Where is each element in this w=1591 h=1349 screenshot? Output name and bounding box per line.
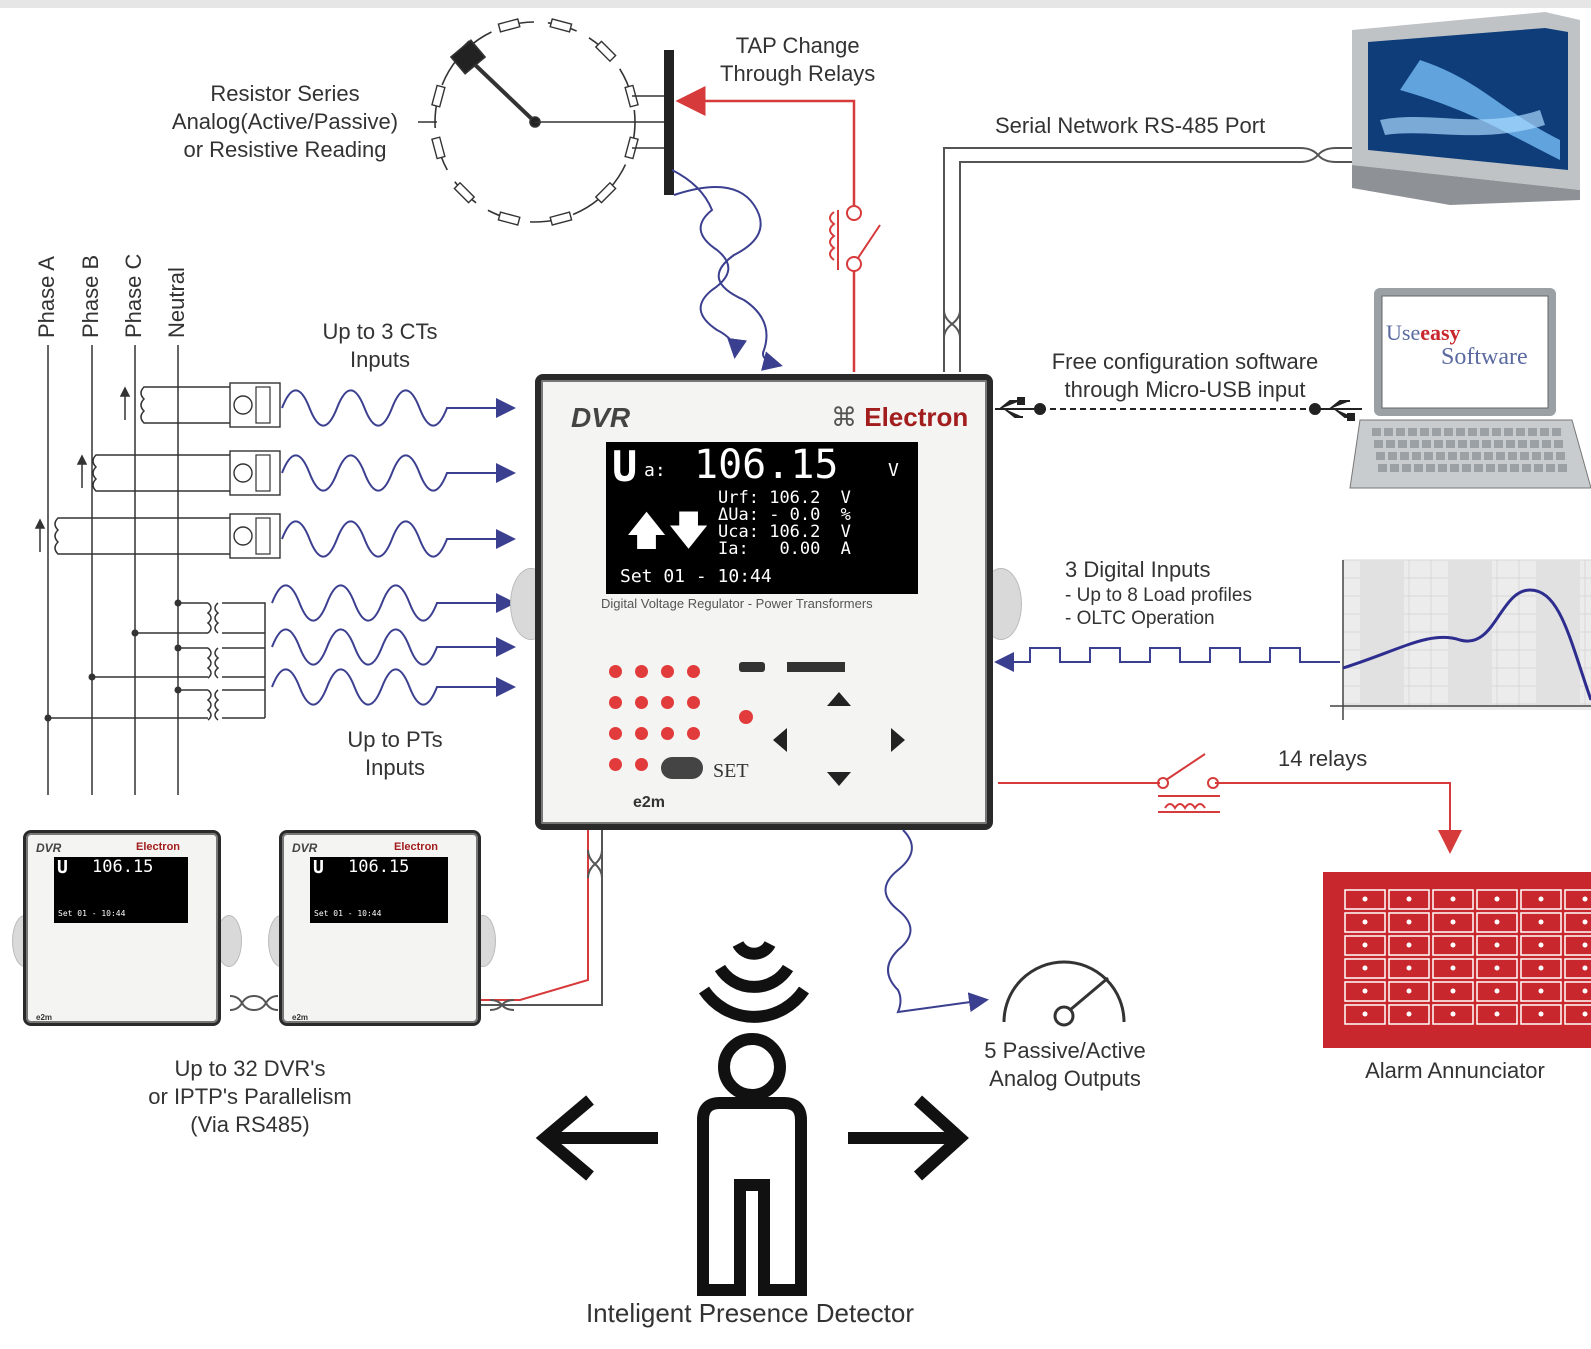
main-dvr-device: DVR ⌘ Electron U a: 106.15 V 🡅 🡇 Urf: 10…: [535, 374, 993, 830]
digital-input-signal: [994, 647, 1340, 672]
gauge-icon: [1002, 960, 1126, 1027]
indicator-led: [661, 696, 674, 709]
nav-down-button[interactable]: [827, 772, 851, 786]
arrow-left-icon: [535, 1095, 658, 1181]
device-brand: Electron: [136, 841, 181, 853]
arrow-up-icon: 🡅: [626, 508, 668, 554]
arrow-down-icon: 🡇: [668, 508, 710, 554]
maker-logo: e2m: [292, 1013, 309, 1022]
tap-bar: [664, 50, 674, 195]
digital-inputs-title: 3 Digital Inputs: [1065, 557, 1211, 582]
usb-icon: [1320, 400, 1362, 421]
indicator-led: [635, 758, 648, 771]
parallel-dvr-device-2: DVR Electron U 106.15 Set 01 - 10:44 e2m: [279, 830, 481, 1026]
indicator-led: [687, 696, 700, 709]
device-brand: Electron: [394, 841, 439, 853]
device-subtitle: Digital Voltage Regulator - Power Transf…: [601, 596, 873, 611]
ct-transformer: [229, 513, 281, 559]
top-strip: [0, 0, 1591, 8]
maker-logo: e2m: [633, 794, 666, 811]
indicator-led: [609, 696, 622, 709]
device-brand: ⌘ Electron: [831, 402, 969, 432]
phase-a-label: Phase A: [34, 256, 59, 338]
person-icon: [697, 1033, 807, 1296]
relays-label: 14 relays: [1278, 746, 1368, 771]
serial-network-label: Serial Network RS-485 Port: [995, 113, 1266, 138]
nav-right-button[interactable]: [891, 728, 905, 752]
nav-up-button[interactable]: [827, 692, 851, 706]
status-led: [739, 710, 753, 724]
phase-b-label: Phase B: [78, 254, 103, 338]
usb-port: [739, 662, 765, 672]
usb-line: [1034, 403, 1321, 415]
alarm-annunciator-panel: [1323, 872, 1591, 1048]
phase-c-label: Phase C: [121, 253, 146, 338]
indicator-led: [635, 727, 648, 740]
indicator-led: [609, 665, 622, 678]
ct-transformer: [229, 450, 281, 496]
ct-branches: [34, 386, 230, 555]
neutral-label: Neutral: [164, 267, 189, 338]
device-model: DVR: [571, 402, 631, 433]
pt-branches: [48, 602, 266, 721]
presence-detector-label: Inteligent Presence Detector: [585, 1298, 915, 1328]
indicator-led: [687, 665, 700, 678]
usb-icon: [995, 397, 1035, 418]
indicator-led: [635, 696, 648, 709]
device-model: DVR: [292, 841, 318, 855]
device-screen: U a: 106.15 V 🡅 🡇 Urf: 106.2 V ΔUa: - 0.…: [606, 442, 918, 594]
brand-logo-icon: ⌘: [831, 402, 865, 432]
laptop-software-logo: Useeasy Software: [1386, 320, 1528, 370]
laptop-icon: [1349, 288, 1591, 489]
device-screen: U 106.15 Set 01 - 10:44: [310, 857, 448, 923]
resistor-series-wheel: [418, 18, 668, 226]
nav-left-button[interactable]: [773, 728, 787, 752]
digital-inputs-item: - Up to 8 Load profiles: [1065, 585, 1252, 606]
ct-transformer: [229, 382, 281, 428]
parallel-dvr-device-1: DVR Electron U 106.15 Set 01 - 10:44 e2m: [23, 830, 221, 1026]
set-pill-button[interactable]: [661, 757, 703, 779]
sd-card-slot: [787, 662, 845, 672]
digital-inputs-item: - OLTC Operation: [1065, 608, 1215, 629]
maker-logo: e2m: [36, 1013, 53, 1022]
indicator-led: [609, 727, 622, 740]
indicator-led: [609, 758, 622, 771]
indicator-led: [687, 727, 700, 740]
relay-switch-icon: [1157, 753, 1220, 813]
indicator-led: [661, 727, 674, 740]
device-model: DVR: [36, 841, 62, 855]
wireless-icon: [699, 940, 809, 1023]
arrow-right-icon: [848, 1095, 969, 1181]
relay-switch-icon: [829, 205, 881, 272]
device-screen: U 106.15 Set 01 - 10:44: [54, 857, 188, 923]
indicator-led: [635, 665, 648, 678]
desktop-monitor-icon: [1352, 12, 1580, 205]
indicator-led: [661, 665, 674, 678]
set-button-label: SET: [713, 760, 749, 782]
alarm-annunciator-label: Alarm Annunciator: [1365, 1058, 1545, 1083]
load-profile-chart: [1330, 559, 1591, 720]
